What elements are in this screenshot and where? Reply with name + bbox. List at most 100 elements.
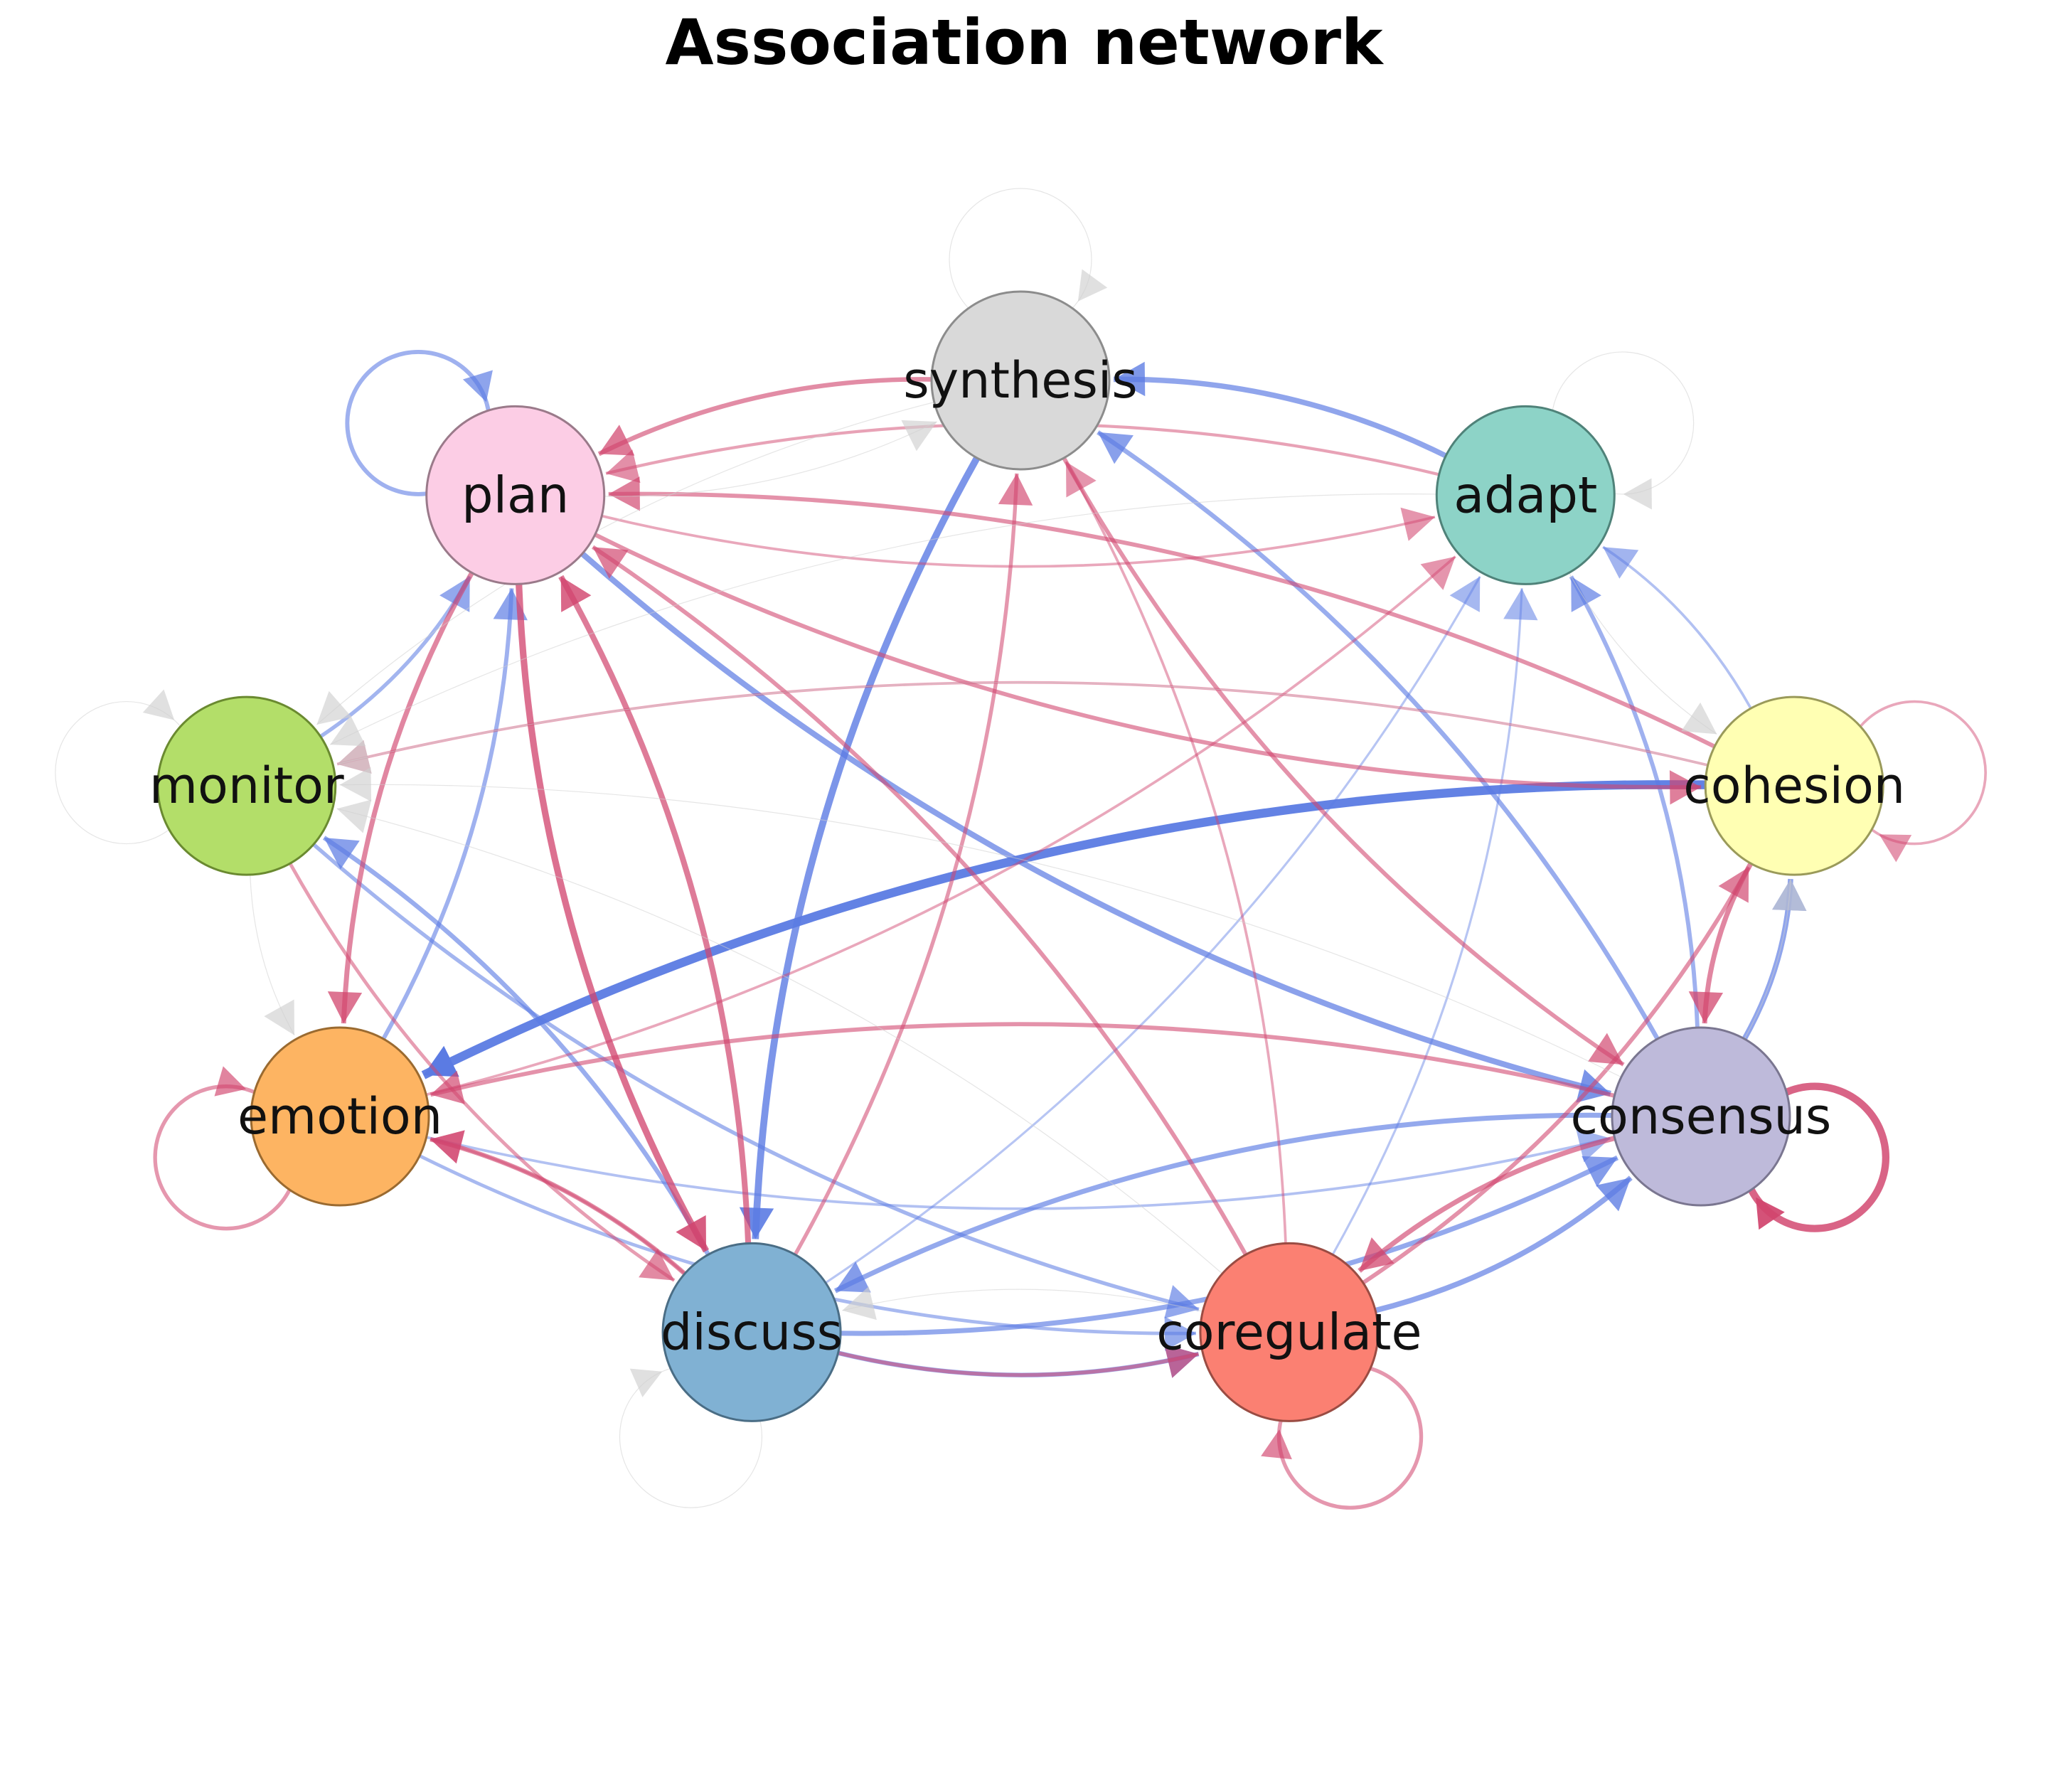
arrowhead-consensus-monitor (339, 767, 372, 802)
arrowhead-cohesion-adapt (1603, 547, 1639, 579)
edge-line-plan-synthesis (604, 421, 937, 497)
node-circle-synthesis[interactable] (930, 290, 1111, 471)
edge-discuss-monitor (322, 836, 710, 1256)
node-circle-emotion[interactable] (250, 1026, 430, 1207)
arrowhead-synthesis-consensus (1588, 1033, 1624, 1065)
arrowhead-plan-emotion (327, 991, 363, 1024)
edge-line-coregulate-synthesis (1065, 461, 1287, 1244)
edge-line-emotion-adapt (425, 555, 1456, 1097)
arrowhead-monitor-coregulate (1164, 1285, 1199, 1319)
edge-coregulate-plan (592, 545, 1248, 1256)
node-label-plan: plan (462, 466, 569, 524)
edge-emotion-adapt (425, 555, 1456, 1097)
edge-line-consensus-adapt (1569, 575, 1700, 1028)
edge-line-consensus-synthesis (1097, 430, 1660, 1040)
arrowhead-discuss-synthesis (998, 473, 1033, 506)
arrowhead-coregulate-adapt (1503, 588, 1538, 621)
node-label-discuss: discuss (661, 1303, 843, 1361)
node-label-consensus: consensus (1571, 1087, 1832, 1146)
arrowhead-emotion-adapt (1420, 556, 1456, 590)
edge-line-emotion-consensus (426, 1136, 1611, 1210)
arrowhead-adapt-synthesis (1113, 361, 1146, 397)
edge-line-emotion-plan (381, 588, 514, 1040)
edge-adapt-cohesion (1568, 572, 1717, 735)
arrowhead-synthesis-monitor (316, 690, 352, 725)
arrowhead-monitor-emotion (264, 999, 295, 1035)
arrowhead-emotion-emotion (214, 1066, 247, 1097)
edge-cohesion-monitor (336, 681, 1709, 774)
edge-plan-discuss (516, 584, 710, 1253)
arrowhead-discuss-consensus (1582, 1156, 1618, 1188)
arrowhead-synthesis-plan (599, 425, 635, 456)
edge-discuss-emotion (430, 1130, 686, 1275)
edge-line-plan-consensus (580, 551, 1611, 1097)
node-label-emotion: emotion (238, 1087, 442, 1146)
arrowhead-cohesion-plan (608, 476, 640, 511)
node-consensus[interactable]: consensus (1571, 1026, 1832, 1207)
node-synthesis[interactable]: synthesis (903, 290, 1138, 471)
edge-line-coregulate-discuss (842, 1289, 1203, 1312)
arrowhead-discuss-coregulate (1164, 1344, 1199, 1378)
edge-coregulate-synthesis (1065, 461, 1287, 1244)
edge-cohesion-monitor (337, 682, 1708, 774)
arrowhead-discuss-discuss (629, 1368, 663, 1397)
edge-consensus-synthesis (1097, 430, 1660, 1040)
arrowhead-consensus-cohesion (1772, 879, 1807, 912)
node-monitor[interactable]: monitor (149, 695, 344, 876)
edge-line-cohesion-monitor (337, 682, 1708, 766)
node-label-monitor: monitor (149, 757, 344, 815)
node-label-coregulate: coregulate (1156, 1303, 1422, 1361)
node-circle-adapt[interactable] (1435, 405, 1616, 585)
node-circle-plan[interactable] (425, 405, 606, 585)
edge-adapt-monitor (329, 494, 1437, 747)
node-emotion[interactable]: emotion (238, 1026, 442, 1207)
edge-synthesis-plan (597, 377, 932, 457)
arrowhead-monitor-discuss (639, 1249, 675, 1281)
arrowhead-coregulate-plan (592, 547, 629, 579)
edge-line-plan-adapt (601, 514, 1436, 568)
node-layer: synthesis adapt cohesion consensus coregulat… (149, 290, 1905, 1422)
edge-cohesion-adapt (1602, 545, 1752, 710)
node-circle-cohesion[interactable] (1704, 695, 1884, 876)
node-label-cohesion: cohesion (1683, 757, 1905, 815)
edge-line-adapt-monitor (329, 494, 1437, 745)
edge-plan-adapt (601, 507, 1436, 568)
node-circle-monitor[interactable] (156, 695, 337, 876)
arrowhead-adapt-cohesion (1681, 702, 1717, 735)
edge-coregulate-consensus (1375, 1175, 1633, 1313)
arrowhead-coregulate-monitor (336, 799, 372, 833)
arrowhead-consensus-adapt (1571, 576, 1601, 612)
edge-cohesion-plan (608, 476, 1716, 749)
edge-line-discuss-monitor (322, 836, 710, 1256)
edge-line-consensus-monitor (339, 784, 1622, 1078)
node-coregulate[interactable]: coregulate (1156, 1242, 1422, 1422)
edge-synthesis-monitor (316, 401, 934, 725)
edge-monitor-emotion (250, 875, 295, 1036)
edge-layer (55, 188, 1988, 1510)
arrowhead-discuss-adapt (1449, 576, 1481, 612)
arrowhead-consensus-synthesis (1097, 432, 1134, 464)
edge-plan-synthesis (604, 420, 937, 497)
arrowhead-consensus-consensus (1756, 1197, 1785, 1230)
node-circle-consensus[interactable] (1611, 1026, 1791, 1207)
node-circle-coregulate[interactable] (1199, 1242, 1380, 1422)
arrowhead-plan-cohesion (1669, 770, 1702, 805)
arrowhead-discuss-emotion (430, 1130, 465, 1164)
edge-line-monitor-discuss (288, 863, 676, 1282)
node-plan[interactable]: plan (425, 405, 606, 585)
node-discuss[interactable]: discuss (661, 1242, 843, 1422)
arrowhead-cohesion-monitor (337, 740, 372, 774)
edge-adapt-synthesis (1113, 361, 1447, 459)
edge-line-discuss-emotion (430, 1136, 687, 1276)
edge-discuss-adapt (825, 575, 1481, 1284)
edge-consensus-monitor (339, 767, 1622, 1078)
edge-line-discuss-emotion (430, 1138, 686, 1275)
edge-line-plan-discuss (516, 584, 710, 1253)
node-adapt[interactable]: adapt (1435, 405, 1616, 585)
edge-line-synthesis-discuss (752, 456, 981, 1239)
node-cohesion[interactable]: cohesion (1683, 695, 1905, 876)
edge-line-cohesion-plan (608, 491, 1716, 749)
node-circle-discuss[interactable] (661, 1242, 842, 1422)
node-label-adapt: adapt (1454, 466, 1597, 524)
edge-line-coregulate-consensus (1375, 1175, 1633, 1313)
